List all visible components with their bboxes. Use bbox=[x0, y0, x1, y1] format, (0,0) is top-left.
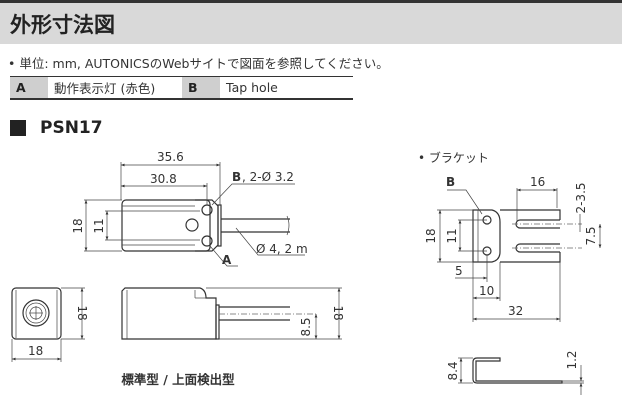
legend-key-b: B bbox=[182, 77, 220, 98]
label-cable: Ø 4, 2 m bbox=[256, 242, 308, 256]
dim-front-height: 18 bbox=[75, 305, 89, 320]
dim-total-length: 32 bbox=[508, 304, 523, 318]
dim-slot-width: 2-3.5 bbox=[574, 182, 588, 213]
model-name: PSN17 bbox=[40, 118, 103, 138]
label-tap-hole: B bbox=[232, 170, 241, 184]
label-tap-spec: , 2-Ø 3.2 bbox=[242, 170, 294, 184]
sensor-top-view: 35.6 30.8 18 11 B , 2-Ø 3.2 Ø 4, 2 m A bbox=[71, 150, 308, 267]
bracket-label-b: B bbox=[446, 175, 455, 189]
dim-side-height: 8.4 bbox=[446, 361, 460, 380]
section-title: 外形寸法図 bbox=[10, 13, 115, 37]
dim-slot-length: 16 bbox=[530, 175, 545, 189]
dim-width: 18 bbox=[28, 344, 43, 358]
dim-bracket-hole-pitch: 11 bbox=[445, 228, 459, 243]
dim-bracket-height: 18 bbox=[424, 228, 438, 243]
dim-hole-pitch: 11 bbox=[92, 218, 106, 233]
square-bullet-icon bbox=[10, 120, 26, 136]
legend-value-a: 動作表示灯 (赤色) bbox=[54, 81, 156, 96]
bracket-title: • ブラケット bbox=[418, 150, 489, 165]
section-header: 外形寸法図 bbox=[0, 0, 622, 44]
dim-plate-width: 10 bbox=[479, 284, 494, 298]
model-heading: PSN17 bbox=[10, 118, 103, 138]
dim-length-total: 35.6 bbox=[157, 150, 184, 164]
sensor-front-view: 18 18 bbox=[11, 287, 89, 362]
dim-cable-center: 8.5 bbox=[299, 317, 313, 336]
dim-thickness: 1.2 bbox=[565, 350, 579, 369]
dim-height: 18 bbox=[71, 218, 85, 233]
legend-table: A 動作表示灯 (赤色) B Tap hole bbox=[10, 76, 353, 100]
unit-note: • 単位: mm, AUTONICSのWebサイトで図面を参照してください。 bbox=[8, 56, 389, 71]
label-indicator: A bbox=[222, 253, 232, 267]
dim-slot-pitch: 7.5 bbox=[584, 226, 598, 245]
dim-hole-offset: 5 bbox=[455, 264, 463, 278]
dim-length-body: 30.8 bbox=[150, 172, 177, 186]
drawing-caption: 標準型 / 上面検出型 bbox=[121, 372, 235, 387]
legend-value-b: Tap hole bbox=[226, 80, 278, 95]
dim-side-height: 18 bbox=[331, 305, 345, 320]
sensor-side-view: 8.5 18 標準型 / 上面検出型 bbox=[121, 287, 345, 387]
legend-key-a: A bbox=[10, 77, 48, 98]
bracket-drawing: • ブラケット B 16 2-3.5 7.5 18 11 5 bbox=[418, 150, 602, 395]
